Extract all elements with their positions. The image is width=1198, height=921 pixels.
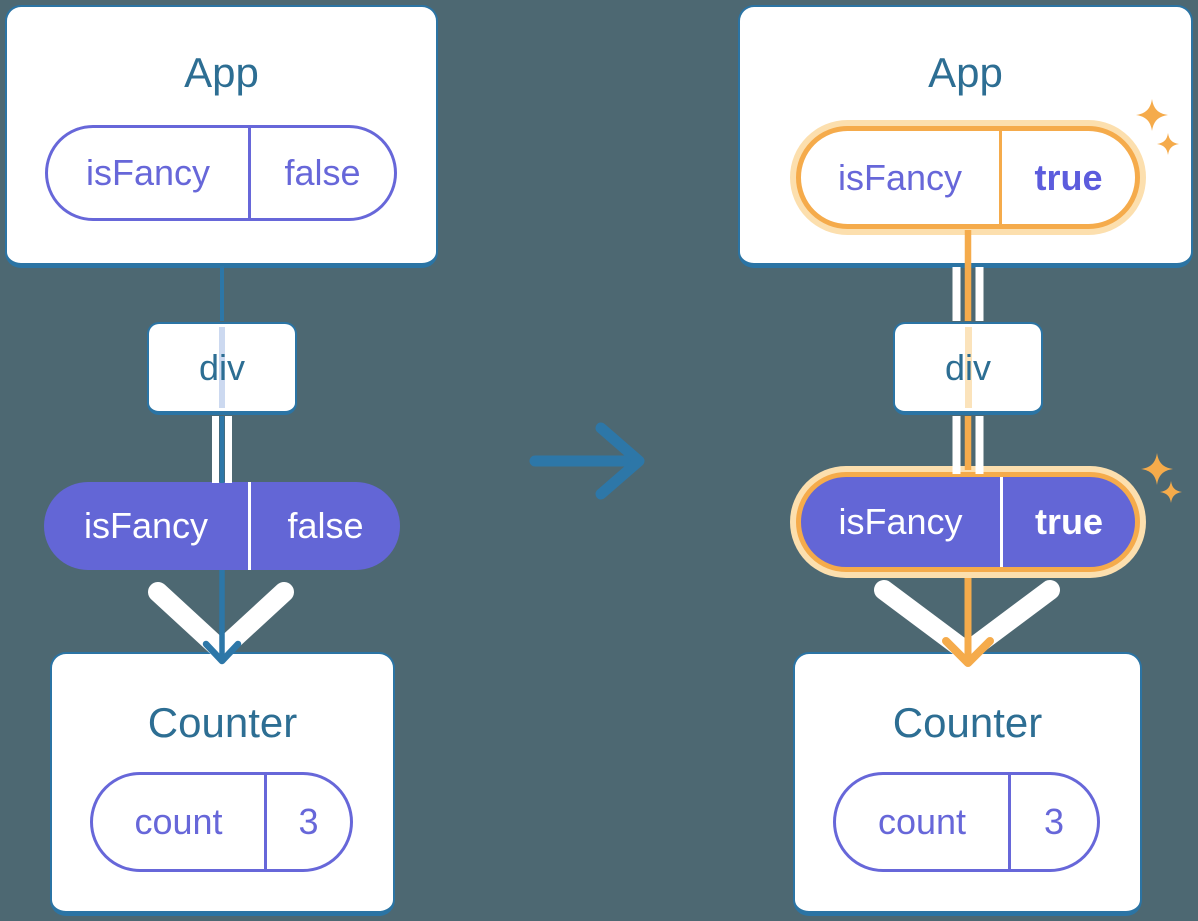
prop-pill: isFancy false bbox=[45, 125, 397, 221]
passed-prop-pill: isFancy false bbox=[44, 482, 400, 570]
white-chevron-icon bbox=[874, 580, 1060, 662]
state-value: 3 bbox=[298, 801, 319, 842]
state-key: count bbox=[877, 801, 967, 842]
component-title: Counter bbox=[147, 699, 298, 746]
prop-key: isFancy bbox=[837, 156, 963, 198]
component-title: App bbox=[184, 49, 259, 96]
sparkle-icon bbox=[1136, 99, 1168, 131]
pill-divider bbox=[1000, 477, 1003, 567]
prop-key: isFancy bbox=[85, 152, 211, 193]
div-element-box: div bbox=[893, 322, 1043, 415]
pill-divider bbox=[999, 131, 1002, 224]
prop-value: true bbox=[1034, 156, 1103, 198]
state-key: count bbox=[134, 801, 223, 842]
prop-value: true bbox=[1034, 501, 1103, 542]
state-pill: count 3 bbox=[90, 772, 353, 872]
div-element-box: div bbox=[147, 322, 297, 415]
pass-through-line bbox=[219, 327, 225, 408]
sparkle-icon bbox=[1157, 133, 1179, 155]
passed-prop-pill-highlighted: isFancy true bbox=[796, 472, 1140, 572]
pill-divider bbox=[1008, 775, 1011, 869]
pass-through-line bbox=[964, 327, 972, 408]
pill-divider bbox=[264, 775, 267, 869]
prop-key: isFancy bbox=[838, 501, 963, 542]
pill-divider bbox=[248, 128, 251, 218]
component-title: App bbox=[928, 49, 1003, 96]
transition-arrowhead-icon bbox=[595, 422, 645, 500]
sparkle-icon bbox=[1141, 453, 1173, 485]
state-pill: count 3 bbox=[833, 772, 1100, 872]
div-label: div bbox=[944, 346, 992, 388]
component-title: Counter bbox=[892, 699, 1043, 746]
prop-pill-highlighted: isFancy true bbox=[796, 126, 1140, 229]
div-label: div bbox=[198, 346, 246, 388]
sparkle-icon bbox=[1160, 481, 1182, 503]
prop-value: false bbox=[284, 152, 361, 193]
prop-value: false bbox=[287, 505, 364, 546]
pill-divider bbox=[248, 482, 251, 570]
prop-key: isFancy bbox=[83, 505, 209, 546]
white-chevron-icon bbox=[148, 582, 294, 660]
state-value: 3 bbox=[1043, 801, 1065, 842]
